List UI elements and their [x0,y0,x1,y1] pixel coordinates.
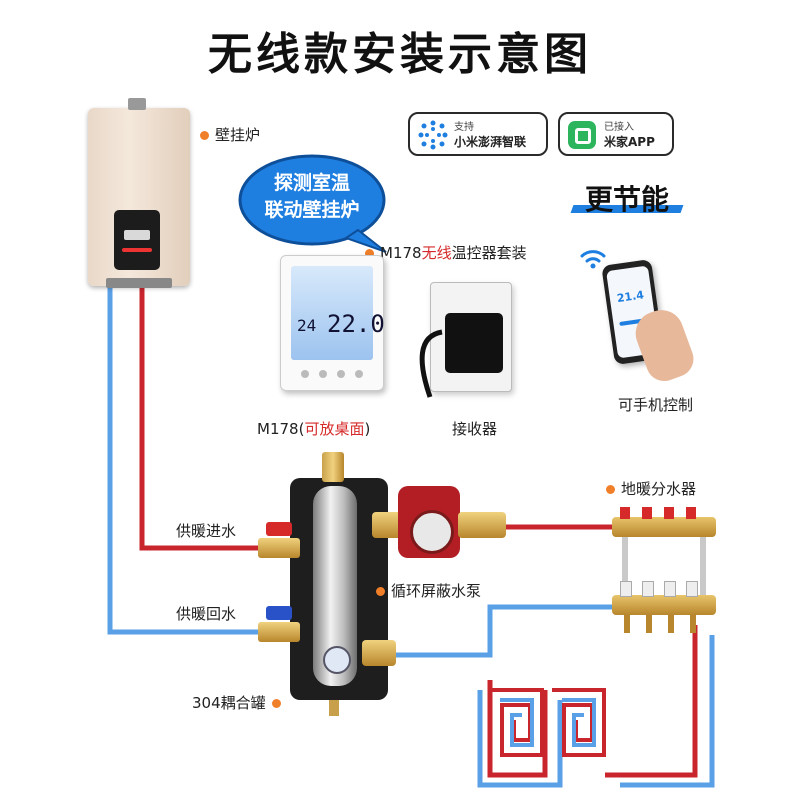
badge-mijia-bottom: 米家APP [604,135,655,150]
thermostat-m178: 24 22.0 [280,255,384,391]
thermostat-room-temp: 24 [297,316,316,335]
pressure-gauge [323,646,351,674]
bubble-text: 探测室温 联动壁挂炉 [236,170,388,224]
blue-valve-handle [266,606,292,620]
receiver-cable [408,322,448,402]
badge-mijia-top: 已接入 [604,121,634,134]
bullet-icon [272,699,281,708]
badge-xiaomi-top: 支持 [454,121,474,134]
bullet-icon [200,131,209,140]
supply-label: 供暖进水 [176,520,236,541]
pump-label: 循环屏蔽水泵 [376,580,481,601]
boiler-display [114,210,160,270]
manifold-lower-bar [612,595,716,615]
receiver-plug [445,313,503,373]
cold-tank-outlet-pipe [390,607,616,655]
tank-label: 304耦合罐 [192,692,287,713]
boiler-flue [128,98,146,110]
boiler-label: 壁挂炉 [200,124,260,145]
thermostat-buttons [301,370,363,378]
tank-return-fitting [362,640,396,666]
wall-boiler [88,108,190,286]
thermostat-label: M178(可放桌面) [257,418,370,439]
pump-face [410,510,454,554]
badge-xiaomi-bottom: 小米澎湃智联 [454,135,526,150]
drain-valve [329,700,339,716]
bullet-icon [606,485,615,494]
mijia-icon [568,121,596,149]
bubble-line-2: 联动壁挂炉 [236,197,388,224]
floor-manifold-label: 地暖分水器 [606,478,696,499]
hyperconnect-icon [418,120,448,150]
bubble-line-1: 探测室温 [236,170,388,197]
cold-floor-loop-right [620,635,712,785]
mijia-app-badge: 已接入 米家APP [558,112,674,156]
return-label: 供暖回水 [176,603,236,624]
return-valve [258,622,300,642]
supply-valve [258,538,300,558]
cold-return-pipe [110,285,258,632]
boiler-valves [106,278,172,288]
hot-floor-loop-right [605,625,695,775]
receiver-label: 接收器 [452,418,497,439]
thermostat-screen: 24 22.0 [291,266,373,360]
hot-supply-pipe [142,285,258,548]
circulation-pump [398,486,460,558]
energy-saving-label: 更节能 [572,178,682,218]
hot-floor-loop-left [490,680,545,775]
xiaomi-hyperconnect-badge: 支持 小米澎湃智联 [408,112,548,156]
kit-label: M178无线温控器套装 [365,242,527,263]
bullet-icon [376,587,385,596]
pump-outlet-fitting [458,512,506,538]
manifold-upper-bar [612,517,716,537]
coupling-tank [313,486,357,686]
phone-reading: 21.4 [616,288,645,305]
floor-manifold [612,505,716,645]
air-vent [322,452,344,482]
red-valve-handle [266,522,292,536]
thermostat-set-temp: 22.0 [327,310,385,338]
phone-label: 可手机控制 [618,394,693,415]
